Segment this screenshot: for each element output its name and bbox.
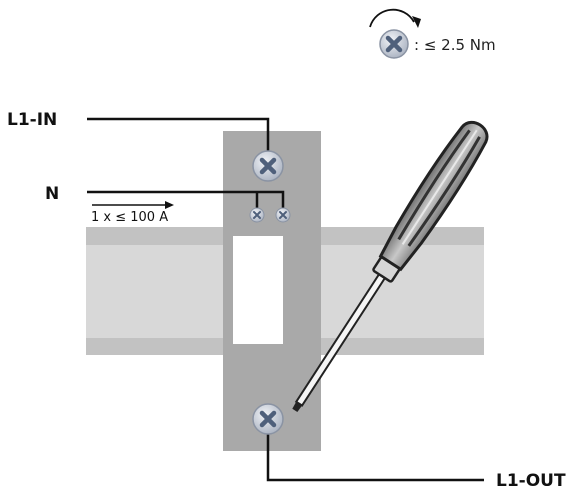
torque-label: : ≤ 2.5 Nm — [414, 36, 496, 54]
label-current-rating: 1 x ≤ 100 A — [91, 210, 168, 225]
screwdriver-icon — [292, 120, 489, 412]
terminal-screw-icon — [379, 29, 409, 59]
wire-l1-in — [87, 117, 270, 153]
torque-indicator: : ≤ 2.5 Nm — [369, 8, 496, 59]
terminal-screw-icon — [249, 207, 265, 223]
label-l1-out: L1-OUT — [496, 471, 566, 491]
label-l1-in: L1-IN — [7, 110, 57, 130]
label-neutral: N — [45, 184, 59, 204]
clockwise-arrow-icon — [369, 8, 415, 28]
current-arrow — [92, 201, 174, 209]
terminal-screw-icon — [252, 150, 284, 182]
wire-l1-out — [266, 430, 484, 482]
terminal-screw-icon — [275, 207, 291, 223]
terminal-screw-icon — [252, 403, 284, 435]
wire-neutral — [87, 190, 285, 210]
